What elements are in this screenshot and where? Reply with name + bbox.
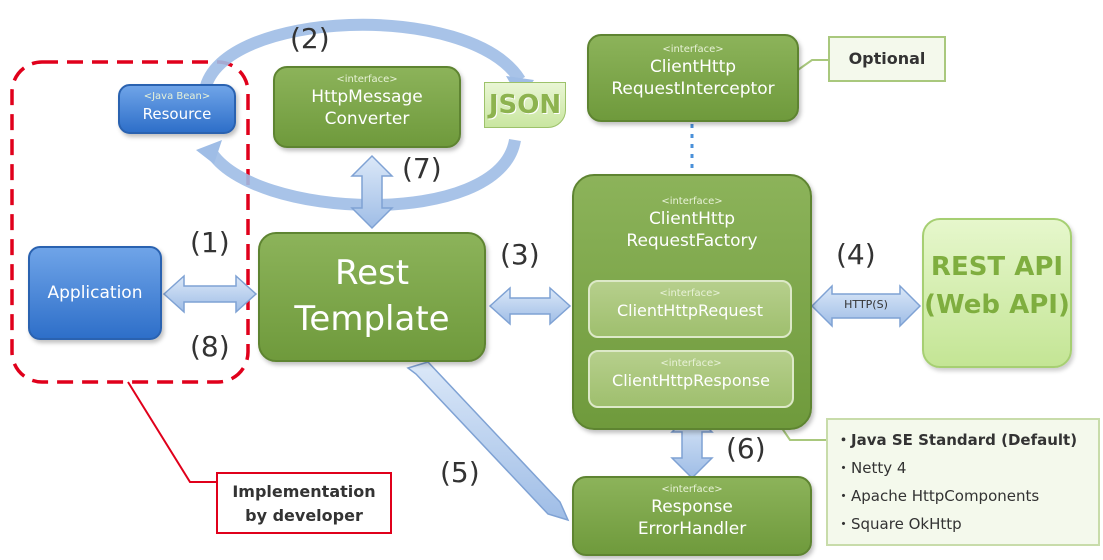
step-5-label: (5) <box>440 456 480 489</box>
impl-item-okhttp: ・Square OkHttp <box>836 515 962 533</box>
rest-factory-arrow <box>488 286 572 326</box>
resource-box: <Java Bean> Resource <box>118 84 236 134</box>
factory-line1: ClientHttp <box>648 209 736 229</box>
resource-label: Resource <box>142 105 212 123</box>
implementation-line2: by developer <box>245 506 363 525</box>
app-rest-arrow <box>162 274 258 314</box>
rest-handler-arrow <box>406 361 570 522</box>
step-3-label: (3) <box>500 238 540 271</box>
client-response-box: <interface> ClientHttpResponse <box>588 350 794 408</box>
interface-tag: <interface> <box>662 44 724 55</box>
client-request-label: ClientHttpRequest <box>616 301 764 320</box>
java-bean-tag: <Java Bean> <box>143 91 211 102</box>
interceptor-line1: ClientHttp <box>649 57 737 77</box>
impl-item-java-se: ・Java SE Standard (Default) <box>836 431 1078 449</box>
rest-template-box: Rest Template <box>258 232 486 362</box>
application-label: Application <box>47 283 143 303</box>
interface-tag: <interface> <box>659 288 721 299</box>
serialize-arc <box>199 18 526 92</box>
developer-implementation-region <box>10 60 250 384</box>
optional-note: Optional <box>828 36 946 82</box>
client-response-label: ClientHttpResponse <box>612 371 770 390</box>
client-request-box: <interface> ClientHttpRequest <box>588 280 792 338</box>
converter-line2: Converter <box>324 109 410 129</box>
factory-line2: RequestFactory <box>626 231 758 251</box>
request-interceptor-box: <interface> ClientHttp RequestIntercepto… <box>587 34 799 122</box>
implementation-callout-line <box>127 381 216 483</box>
interceptor-line2: RequestInterceptor <box>611 79 775 99</box>
interface-tag: <interface> <box>660 358 722 369</box>
rest-template-line1: Rest <box>334 253 410 293</box>
json-label: JSON <box>488 90 562 120</box>
json-document: JSON <box>484 82 566 128</box>
rest-template-line2: Template <box>294 299 450 339</box>
converter-line1: HttpMessage <box>311 87 423 107</box>
step-8-label: (8) <box>190 330 230 363</box>
converter-arrow <box>350 154 394 230</box>
step-4-label: (4) <box>836 238 876 271</box>
implementation-note: Implementation by developer <box>216 472 392 534</box>
interface-tag: <interface> <box>336 74 398 85</box>
factory-api-arrow <box>810 284 922 328</box>
http-message-converter-box: <interface> HttpMessage Converter <box>273 66 461 148</box>
interface-tag: <interface> <box>661 196 723 207</box>
step-7-label: (7) <box>402 152 442 185</box>
http-label: HTTP(S) <box>844 298 888 311</box>
error-handler-line1: Response <box>651 497 733 517</box>
application-box: Application <box>28 246 162 340</box>
step-2-label: (2) <box>290 22 330 55</box>
factory-implementations-note: ・Java SE Standard (Default) ・Netty 4 ・Ap… <box>826 418 1100 546</box>
deserialize-arc-head <box>196 140 222 164</box>
interface-tag: <interface> <box>661 484 723 495</box>
rest-api-box: REST API (Web API) <box>922 218 1072 368</box>
rest-api-line1: REST API <box>930 252 1064 282</box>
step-1-label: (1) <box>190 226 230 259</box>
impl-item-apache: ・Apache HttpComponents <box>836 487 1040 505</box>
implementation-line1: Implementation <box>232 482 376 501</box>
optional-label: Optional <box>848 49 926 68</box>
impl-item-netty: ・Netty 4 <box>836 459 907 477</box>
response-error-handler-box: <interface> Response ErrorHandler <box>572 476 812 556</box>
error-handler-line2: ErrorHandler <box>637 519 747 539</box>
optional-callout-line <box>794 59 828 73</box>
rest-api-line2: (Web API) <box>924 290 1070 320</box>
step-6-label: (6) <box>726 432 766 465</box>
